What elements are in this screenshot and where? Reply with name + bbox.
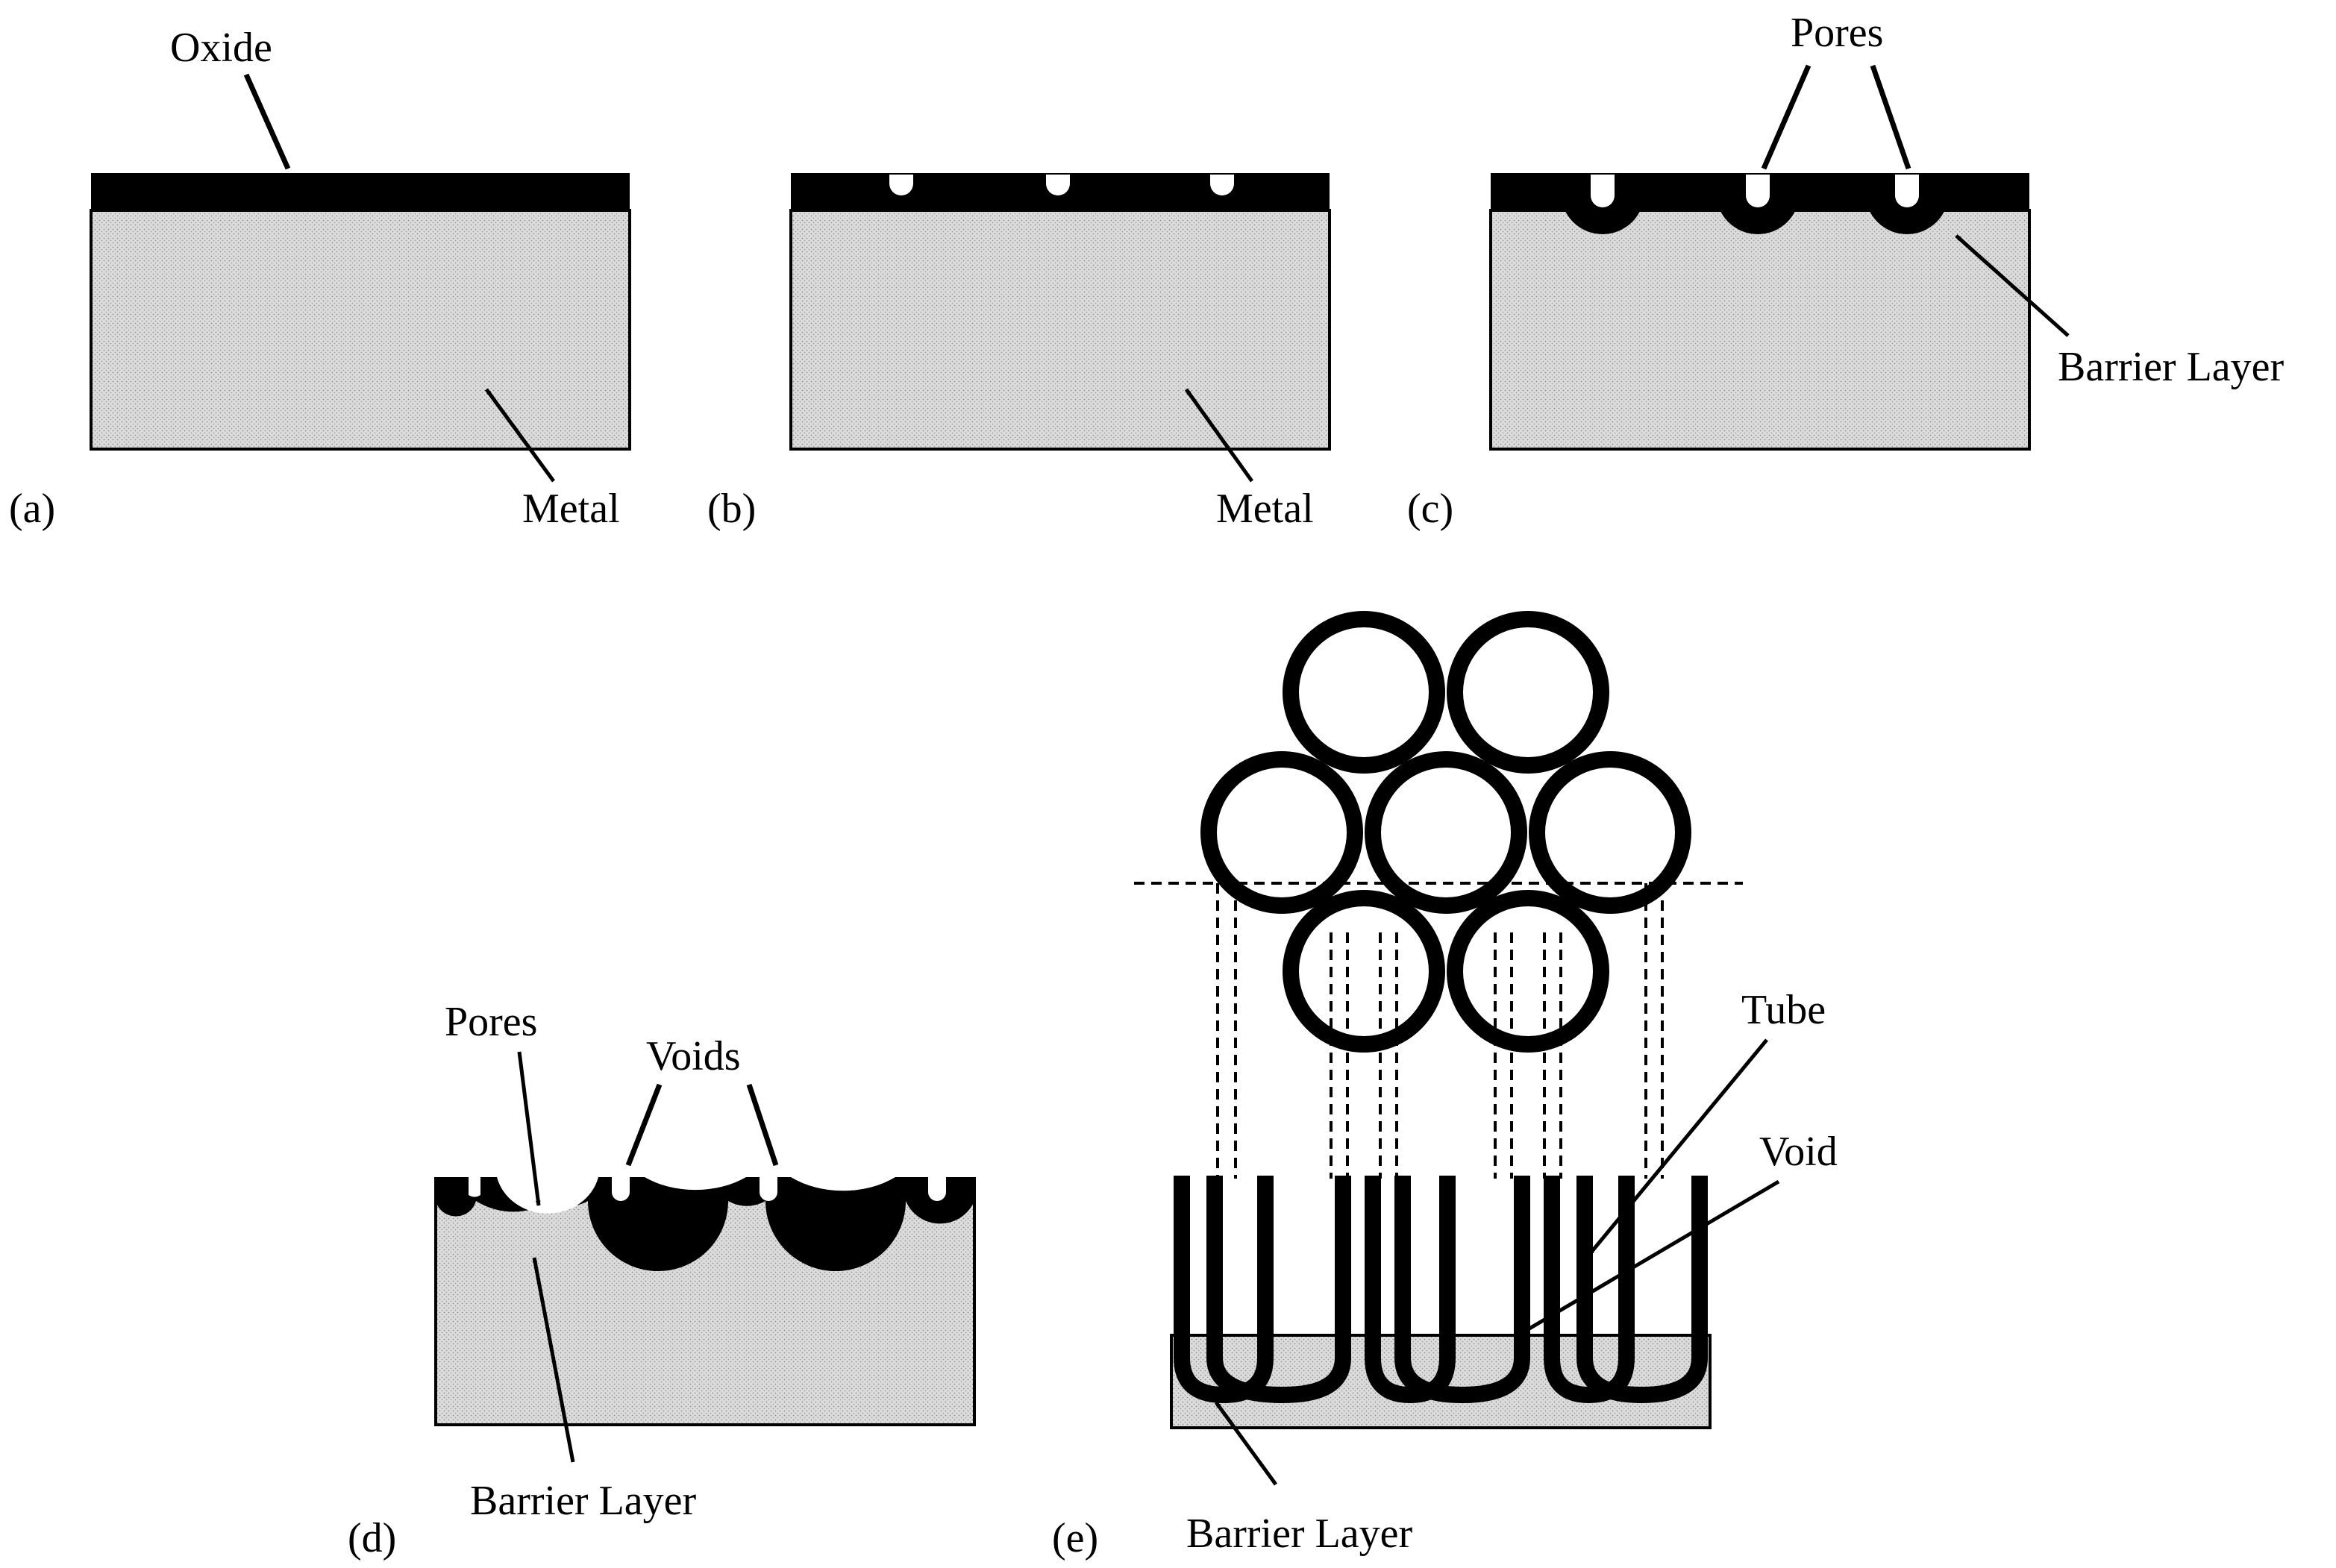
pores-label: Pores xyxy=(445,999,537,1045)
tube-label: Tube xyxy=(1741,987,1826,1033)
panel-b: Metal (b) xyxy=(707,173,1331,532)
barrier-label: Barrier Layer xyxy=(470,1478,696,1524)
barrier-label: Barrier Layer xyxy=(1186,1511,1412,1557)
pores-cutout xyxy=(469,1177,946,1214)
voids-label: Voids xyxy=(646,1033,741,1079)
projection-lines xyxy=(1216,883,1664,1179)
metal-label: Metal xyxy=(522,486,620,532)
barrier-layer xyxy=(1865,192,1949,234)
panel-e: Tube Void Barrier Layer (e) xyxy=(1052,611,1838,1561)
tube-ring xyxy=(1447,890,1609,1053)
metal-label: Metal xyxy=(1216,486,1314,532)
metal-arrow xyxy=(1184,388,1254,483)
oxide-layer xyxy=(91,173,630,212)
panel-c: Pores Barrier Layer (c) xyxy=(1407,10,2284,532)
oxide-label: Oxide xyxy=(170,25,272,71)
barrier-arrow xyxy=(1955,234,2070,337)
barrier-layer xyxy=(1716,192,1800,234)
pore-arrow xyxy=(1870,64,1911,170)
tube-ring xyxy=(1529,751,1691,914)
panel-tag: (b) xyxy=(707,486,756,532)
pore-pit xyxy=(889,175,913,195)
tube-walls xyxy=(1174,1176,1708,1403)
oxide-arrow xyxy=(243,73,291,170)
tube-array-top-view xyxy=(1200,611,1691,1053)
pore-arrow xyxy=(1761,64,1812,170)
pore xyxy=(1591,175,1615,207)
pore xyxy=(1746,175,1770,207)
pores-label: Pores xyxy=(1791,10,1883,56)
metal-substrate xyxy=(789,209,1331,451)
barrier-label: Barrier Layer xyxy=(2058,344,2284,390)
metal-substrate xyxy=(90,209,631,451)
barrier-arrow xyxy=(1214,1401,1278,1486)
tube-ring xyxy=(1283,890,1445,1053)
metal-arrow xyxy=(484,388,556,483)
metal-substrate xyxy=(1489,209,2031,451)
barrier-arrow xyxy=(532,1257,575,1463)
panel-tag: (a) xyxy=(9,486,55,532)
panel-a: Oxide Metal (a) xyxy=(9,25,631,532)
panel-d: Pores Voids Barrier Layer (d) xyxy=(348,999,976,1561)
pore xyxy=(1895,175,1919,207)
void-arrow xyxy=(1519,1179,1780,1336)
void-arrow xyxy=(625,1083,663,1167)
barrier-layer xyxy=(1561,192,1644,234)
pore-pit xyxy=(1046,175,1070,195)
panel-tag: (e) xyxy=(1052,1515,1098,1561)
tube-ring xyxy=(1365,751,1527,914)
void-label: Void xyxy=(1759,1129,1838,1175)
pore-arrow xyxy=(517,1051,541,1206)
tube-ring xyxy=(1200,751,1363,914)
void-arrow xyxy=(746,1083,779,1167)
pore-pit xyxy=(1210,175,1234,195)
tube-ring xyxy=(1283,611,1445,774)
panel-tag: (d) xyxy=(348,1515,396,1561)
tube-arrow xyxy=(1588,1038,1768,1256)
tube-ring xyxy=(1447,611,1609,774)
panel-tag: (c) xyxy=(1407,486,1453,532)
